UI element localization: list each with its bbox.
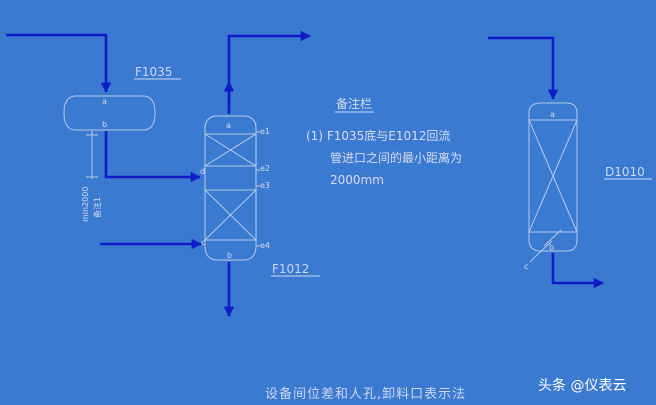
column-e1012-nozzle-a: a: [226, 121, 231, 130]
column-e1012-bed2-x2: [204, 189, 257, 241]
elevation-dimension: min2000 备注1: [81, 131, 102, 222]
vessel-d1010-nozzle-b: b: [549, 243, 554, 252]
pipe-f1035-to-column-d: [104, 131, 202, 183]
vessel-d1010-manway-1: [543, 229, 562, 247]
vessel-f1035-nozzle-b: b: [102, 120, 107, 129]
watermark-text: 头条 @仪表云: [538, 377, 626, 394]
pipe-column-overhead: [227, 30, 312, 114]
vessel-d1010-manway-stub: [529, 256, 536, 263]
column-e1012-nozzle-b: b: [227, 251, 232, 260]
vessel-f1035-tag: F1035: [135, 65, 172, 79]
column-e1012-nozzle-d: d: [200, 167, 205, 176]
vessel-d1010: a b c D1010: [524, 102, 652, 271]
column-e1012: a b c d e1 e2 e3 e4 F1012: [200, 115, 320, 277]
dimension-note: 备注1: [92, 197, 102, 218]
vessel-f1035-nozzle-a: a: [102, 97, 107, 106]
column-e1012-nozzle-c: c: [201, 238, 205, 247]
diagram-caption: 设备间位差和人孔,卸料口表示法: [265, 386, 466, 402]
column-e1012-nozzle-e2: e2: [260, 164, 270, 173]
vessel-d1010-tag: D1010: [605, 165, 645, 179]
column-e1012-nozzle-e1: e1: [260, 127, 270, 136]
pipe-feed-to-f1035: [6, 33, 112, 94]
column-e1012-nozzle-e3: e3: [260, 181, 270, 190]
vessel-f1035: a b F1035: [63, 65, 181, 131]
column-e1012-bed1-x2: [204, 133, 257, 167]
piping: [6, 30, 605, 318]
remarks-line-3: 2000mm: [330, 173, 384, 187]
dimension-text: min2000: [81, 187, 90, 222]
pipe-feed-to-d1010: [488, 36, 559, 101]
remarks-line-1: (1) F1035底与E1012回流: [306, 128, 450, 143]
pipe-d1010-outlet: [551, 253, 605, 289]
vessel-f1035-body: [63, 95, 156, 131]
vessel-d1010-nozzle-c: c: [524, 262, 528, 271]
vessel-d1010-x2: [528, 119, 578, 233]
remarks-title: 备注栏: [336, 96, 372, 111]
column-e1012-shell: [204, 115, 257, 261]
remarks-line-2: 管进口之间的最小距离为: [330, 150, 462, 165]
vessel-d1010-nozzle-a: a: [550, 110, 555, 119]
column-e1012-tag: F1012: [272, 262, 309, 276]
watermark: 头条 @仪表云: [538, 377, 626, 394]
remarks-block: 备注栏 (1) F1035底与E1012回流 管进口之间的最小距离为 2000m…: [306, 96, 462, 187]
column-e1012-nozzle-e4: e4: [260, 241, 270, 250]
vessel-d1010-manway-2: [534, 240, 553, 258]
vessel-d1010-shell: [528, 102, 578, 252]
